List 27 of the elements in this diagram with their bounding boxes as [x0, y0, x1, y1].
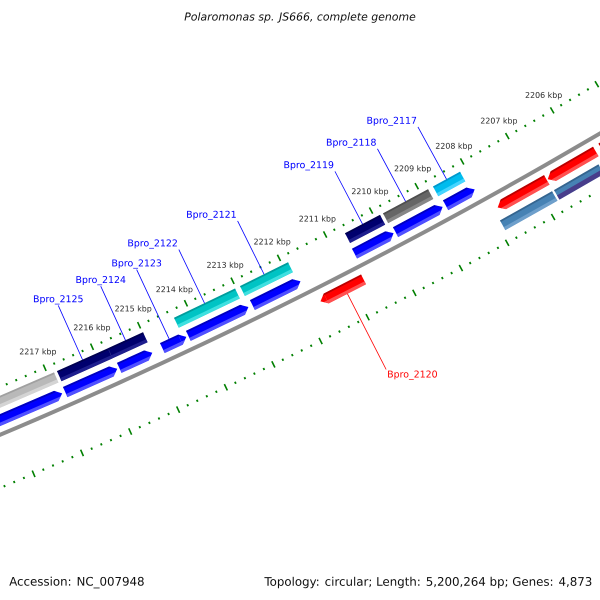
gene-label: Bpro_2125	[34, 295, 83, 304]
gene-block	[108, 332, 148, 358]
gene-block	[345, 214, 386, 243]
gene-label: Bpro_2117	[367, 116, 416, 126]
leader-line	[347, 293, 387, 370]
footer-text: Topology: circular; Length: 5,200,264 bp; Genes: 4,873	[264, 576, 592, 588]
gene-label: Bpro_2124	[76, 276, 126, 286]
leader-line	[58, 305, 83, 360]
gene-block	[433, 172, 466, 196]
gene-label: Bpro_2122	[128, 239, 177, 249]
leader-line	[178, 249, 205, 304]
leader-line	[418, 126, 447, 180]
leader-line	[377, 148, 406, 202]
gene-label: Bpro_2118	[326, 138, 376, 148]
gene-block	[160, 334, 186, 354]
leader-line	[334, 170, 363, 224]
gene-label: Bpro_2121	[187, 210, 236, 220]
leader-line	[136, 269, 170, 340]
leader-line	[100, 286, 126, 341]
gene-label: Bpro_2123	[112, 259, 162, 269]
gene-block	[57, 348, 113, 382]
title: Polaromonas sp. JS666, complete genome	[184, 12, 416, 23]
footer-text: Accession: NC_007948	[9, 576, 144, 588]
gene-label: Bpro_2120	[388, 370, 437, 380]
gene-block	[320, 274, 366, 304]
gene-label: Bpro_2119	[284, 161, 334, 170]
leader-line	[237, 220, 264, 275]
